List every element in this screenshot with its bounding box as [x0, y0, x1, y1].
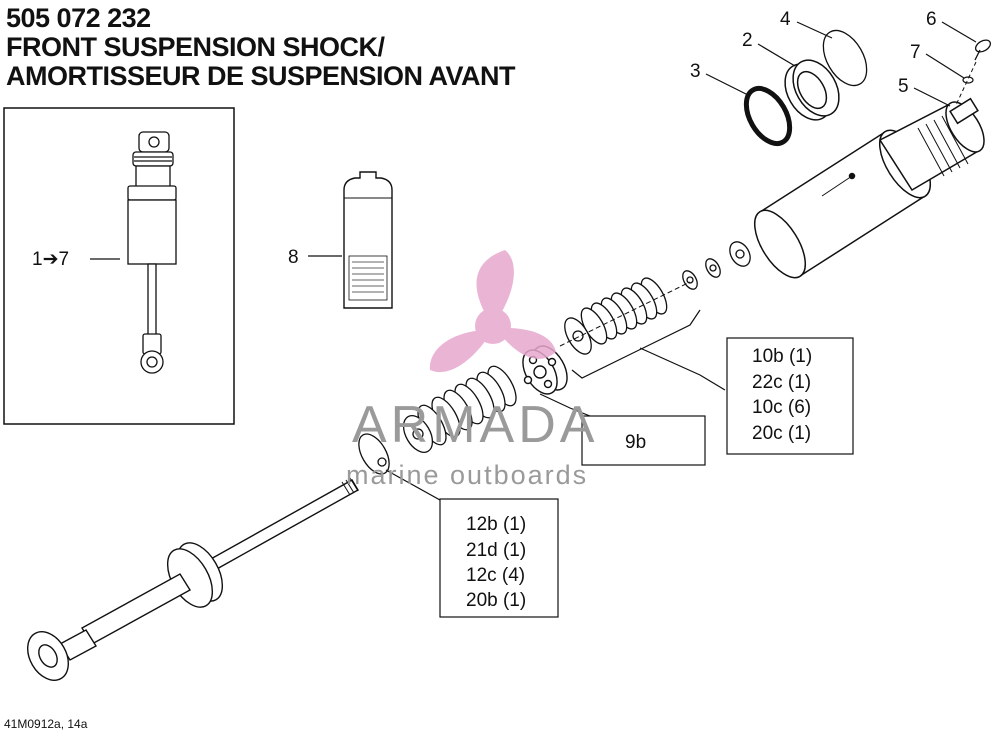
shock-body — [753, 97, 985, 279]
parts-box-lower-line: 12b (1) — [466, 514, 526, 535]
parts-box-upper-line: 20c (1) — [752, 423, 811, 444]
diaphragm-part-4 — [822, 29, 868, 87]
parts-box-upper-line: 10c (6) — [752, 397, 811, 418]
callout-5: 5 — [898, 76, 909, 97]
reference-code: 41M0912a, 14a — [4, 717, 88, 731]
diagram-title: 505 072 232 FRONT SUSPENSION SHOCK/ AMOR… — [6, 3, 516, 91]
parts-box-9b: 9b — [581, 415, 706, 466]
callout-6: 6 — [926, 9, 937, 30]
callout-1-7: 1➔7 — [32, 249, 69, 270]
parts-box-upper-line: 10b (1) — [752, 346, 812, 367]
shock-rod — [27, 477, 359, 681]
parts-box-upper-line: 22c (1) — [752, 372, 811, 393]
parts-box-lower-line: 21d (1) — [466, 540, 526, 561]
callout-8: 8 — [288, 247, 299, 268]
callout-4: 4 — [780, 9, 791, 30]
washer-part-7 — [962, 76, 974, 84]
screw-part-6 — [974, 39, 992, 61]
oil-bottle-part-8: 8 — [288, 171, 393, 309]
parts-box-upper: 10b (1) 22c (1) 10c (6) 20c (1) — [726, 337, 854, 455]
title-english: FRONT SUSPENSION SHOCK/ — [6, 32, 385, 62]
parts-box-lower-line: 12c (4) — [466, 565, 525, 586]
title-french: AMORTISSEUR DE SUSPENSION AVANT — [6, 61, 516, 91]
callout-2: 2 — [742, 30, 753, 51]
watermark-tagline: marine outboards — [346, 460, 588, 490]
nut-and-washers — [682, 241, 751, 290]
callout-3: 3 — [690, 61, 701, 82]
parts-box-lower-line: 20b (1) — [466, 590, 526, 611]
callout-9b: 9b — [625, 432, 646, 453]
o-ring-part-3 — [743, 86, 793, 146]
watermark-brand: ARMADA — [352, 396, 598, 454]
lower-shim-stack — [358, 365, 517, 475]
upper-shim-stack — [564, 277, 668, 355]
assembled-shock-inset: 1➔7 — [3, 107, 235, 425]
watermark: ARMADA marine outboards — [346, 250, 598, 490]
callout-7: 7 — [910, 42, 921, 63]
part-number: 505 072 232 — [6, 3, 151, 33]
cap-part-2 — [784, 59, 840, 121]
parts-box-lower: 12b (1) 21d (1) 12c (4) 20b (1) — [439, 498, 559, 618]
propeller-logo — [429, 250, 556, 373]
